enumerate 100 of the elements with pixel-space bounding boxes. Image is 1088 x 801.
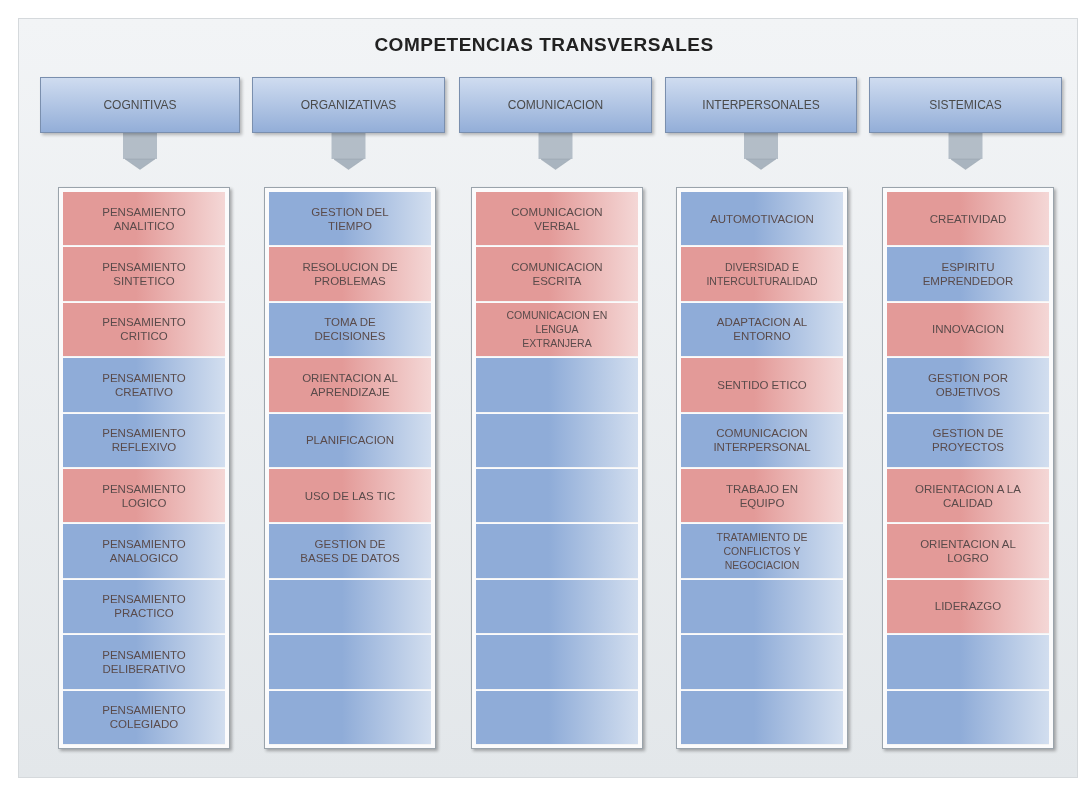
title: COMPETENCIAS TRANSVERSALES [373,34,715,56]
column-panel [882,187,1054,749]
empty-cell [887,635,1049,690]
category-header [252,77,445,133]
cell-label: TOMA DE DECISIONES [313,315,387,344]
competency-cell [269,469,431,524]
competency-cell [476,247,638,302]
cell-label: TRABAJO EN EQUIPO [724,481,800,510]
column-panel [264,187,436,749]
cell-label: COMUNICACION EN LENGUA EXTRANJERA [505,308,609,351]
cell-label: DIVERSIDAD E INTERCULTURALIDAD [706,260,818,289]
category-header [665,77,857,133]
cell-label: USO DE LAS TIC [304,488,396,503]
empty-cell [476,690,638,745]
empty-cell [681,635,843,690]
cell-label: PENSAMIENTO ANALITICO [101,204,187,233]
competency-cell [476,192,638,247]
cell-label: ORIENTACION AL APRENDIZAJE [301,370,399,399]
header-label: ORGANIZATIVAS [300,98,397,112]
competency-cell [269,524,431,579]
empty-cell [476,469,638,524]
down-arrow [948,133,983,170]
competency-cell [887,469,1049,524]
down-arrow [744,133,778,170]
competency-cell [63,413,225,468]
empty-cell [681,579,843,635]
competency-cell [681,302,843,358]
competency-cell [887,358,1049,413]
cell-label: GESTION DEL TIEMPO [310,204,390,233]
cell-label: COMUNICACION ESCRITA [510,260,604,289]
cell-label: GESTION DE BASES DE DATOS [299,537,401,566]
header-label: SISTEMICAS [929,98,1002,112]
cell-label: PENSAMIENTO REFLEXIVO [101,426,187,455]
cell-label: LIDERAZGO [934,599,1002,614]
cell-label: PENSAMIENTO COLEGIADO [101,703,187,732]
competency-cell [887,247,1049,302]
empty-cell [887,690,1049,745]
competency-cell [887,413,1049,468]
cell-label: RESOLUCION DE PROBLEMAS [301,260,399,289]
cell-label: ADAPTACION AL ENTORNO [715,315,809,344]
empty-cell [269,690,431,745]
cell-label: ORIENTACION AL LOGRO [919,537,1017,566]
competency-cell [887,302,1049,358]
competency-cell [63,358,225,413]
cell-label: PENSAMIENTO PRACTICO [101,592,187,621]
competency-cell [681,192,843,247]
competency-cell [63,192,225,247]
competency-cell [63,524,225,579]
cell-label: TRATAMIENTO DE CONFLICTOS Y NEGOCIACION [715,530,809,573]
header-label: COGNITIVAS [103,98,177,112]
empty-cell [476,635,638,690]
cell-label: CREATIVIDAD [929,211,1007,226]
empty-cell [476,579,638,635]
column-panel [676,187,848,749]
header-label: INTERPERSONALES [702,98,820,112]
competency-cell [63,635,225,690]
competency-cell [63,690,225,745]
empty-cell [476,358,638,413]
competency-cell [269,192,431,247]
empty-cell [269,635,431,690]
cell-label: PENSAMIENTO DELIBERATIVO [101,647,187,676]
competency-cell [63,579,225,635]
competency-cell [269,358,431,413]
competency-cell [887,579,1049,635]
cell-label: PENSAMIENTO CREATIVO [101,370,187,399]
cell-label: AUTOMOTIVACION [710,211,814,226]
empty-cell [681,690,843,745]
cell-label: PENSAMIENTO LOGICO [101,481,187,510]
competency-cell [681,358,843,413]
cell-label: GESTION DE PROYECTOS [931,426,1005,455]
cell-label: PENSAMIENTO SINTETICO [101,260,187,289]
down-arrow [331,133,366,170]
competency-cell [269,302,431,358]
cell-label: SENTIDO ETICO [717,377,807,392]
empty-cell [476,524,638,579]
cell-label: COMUNICACION VERBAL [510,204,604,233]
header-label: COMUNICACION [507,98,604,112]
competency-cell [681,469,843,524]
column-panel [471,187,643,749]
category-header [869,77,1062,133]
competency-cell [269,247,431,302]
competency-cell [63,469,225,524]
cell-label: ORIENTACION A LA CALIDAD [914,481,1022,510]
cell-label: INNOVACION [932,322,1004,337]
competency-cell [681,413,843,468]
competency-cell [681,247,843,302]
competency-cell [887,524,1049,579]
cell-label: COMUNICACION INTERPERSONAL [712,426,812,455]
cell-label: PENSAMIENTO ANALOGICO [101,537,187,566]
empty-cell [476,413,638,468]
empty-cell [269,579,431,635]
cell-label: GESTION POR OBJETIVOS [927,370,1009,399]
cell-label: PENSAMIENTO CRITICO [101,315,187,344]
cell-label: ESPIRITU EMPRENDEDOR [921,260,1015,289]
competency-cell [476,302,638,358]
competency-cell [63,302,225,358]
competency-cell [269,413,431,468]
category-header [40,77,240,133]
down-arrow [123,133,157,170]
competency-cell [887,192,1049,247]
